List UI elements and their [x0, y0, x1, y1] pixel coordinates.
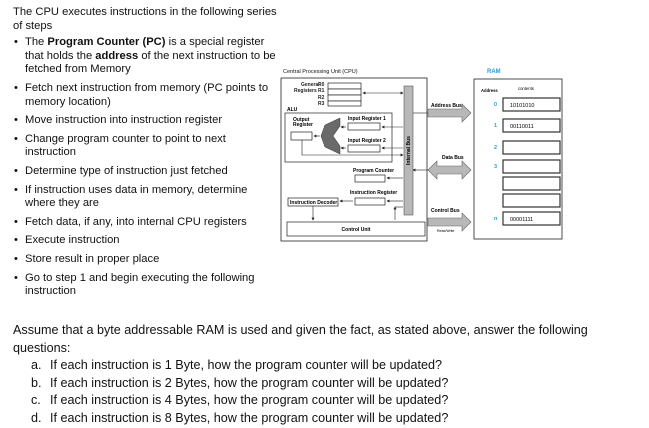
question-item: a. If each instruction is 1 Byte, how the… — [13, 357, 643, 375]
question-item: c. If each instruction is 4 Bytes, how th… — [13, 392, 643, 410]
step-text: Go to step 1 and begin executing the fol… — [25, 271, 255, 298]
output-label-1: Output — [293, 117, 310, 123]
question-marker: b. — [31, 375, 42, 390]
step-item: If instruction uses data in memory, dete… — [13, 184, 278, 211]
instruction-decoder-label: Instruction Decoder — [290, 200, 337, 206]
question-text: If each instruction is 8 Bytes, how the … — [50, 410, 449, 425]
step-text: Fetch data, if any, into internal CPU re… — [25, 215, 247, 228]
input-register-2 — [347, 144, 381, 153]
step-text: is a special register that holds the — [25, 36, 265, 62]
step-text: address — [95, 49, 139, 62]
cpu-steps-text: The CPU executes instructions in the fol… — [13, 6, 278, 304]
step-item: Determine type of instruction just fetch… — [13, 165, 278, 179]
step-item: Change program counter to point to next … — [13, 133, 278, 160]
step-text: Store result in proper place — [25, 252, 160, 265]
address-bus-label: Address Bus — [431, 103, 462, 109]
ram-address: 0 — [494, 102, 497, 108]
alu-label: ALU — [287, 107, 298, 113]
ram-contents-header: contents — [518, 86, 534, 91]
ram-address: 1 — [494, 123, 497, 129]
step-text: Execute instruction — [25, 234, 120, 247]
general-label: General — [301, 82, 320, 88]
ram-cell — [502, 140, 561, 155]
question-item: d. If each instruction is 8 Bytes, how th… — [13, 410, 643, 428]
program-counter-label: Program Counter — [353, 168, 394, 174]
internal-bus-label: Internal Bus — [406, 136, 412, 165]
ram-cell — [502, 159, 561, 174]
ram-value: 00001111 — [510, 217, 533, 223]
step-text: Program Counter (PC) — [47, 36, 166, 49]
data-bus-arrow — [427, 160, 472, 180]
step-text: Fetch next instruction from memory (PC p… — [25, 81, 269, 108]
data-bus-label: Data Bus — [442, 155, 464, 161]
ram-cell — [502, 118, 561, 133]
step-text: Change program counter to point to next … — [25, 132, 226, 159]
output-label-2: Register — [293, 122, 313, 128]
question-marker: c. — [31, 393, 41, 408]
question-intro: Assume that a byte addressable RAM is us… — [13, 323, 588, 337]
input-register-1-label: Input Register 1 — [348, 116, 386, 122]
step-item: The Program Counter (PC) is a special re… — [13, 36, 278, 77]
input-register-1 — [347, 122, 381, 131]
step-text: The — [25, 36, 48, 49]
question-list: a. If each instruction is 1 Byte, how the… — [13, 357, 643, 427]
question-text: If each instruction is 4 Bytes, how the … — [50, 393, 449, 408]
control-unit — [286, 221, 426, 237]
cpu-title: Central Processing Unit (CPU) — [283, 69, 358, 75]
read-write-label: Read/Write — [437, 229, 454, 233]
ram-cell — [502, 193, 561, 208]
question-marker: d. — [31, 410, 42, 425]
reg-r3: R3 — [318, 101, 325, 107]
question-text: If each instruction is 1 Byte, how the p… — [50, 358, 443, 373]
ram-value: 00110011 — [510, 124, 534, 130]
step-item: Move instruction into instruction regist… — [13, 114, 278, 128]
ram-cell — [502, 176, 561, 191]
step-text: If instruction uses data in memory, dete… — [25, 183, 248, 210]
steps-list: The Program Counter (PC) is a special re… — [13, 36, 278, 299]
step-text: Move instruction into instruction regist… — [25, 114, 223, 127]
control-bus-arrow — [427, 212, 472, 232]
question-block: Assume that a byte addressable RAM is us… — [13, 322, 643, 428]
instruction-register — [354, 197, 386, 206]
ram-value: 10101010 — [510, 103, 534, 109]
step-item: Store result in proper place — [13, 253, 278, 267]
control-bus-label: Control Bus — [431, 208, 460, 214]
cpu-box — [280, 77, 428, 242]
internal-bus — [403, 85, 414, 216]
input-register-2-label: Input Register 2 — [348, 138, 386, 144]
ram-rows: 0 10101010 1 00110011 2 3 n 00001111 — [494, 97, 561, 226]
reg-r0: R0 — [318, 82, 325, 88]
question-item: b. If each instruction is 2 Bytes, how th… — [13, 375, 643, 393]
intro-text: The CPU executes instructions in the fol… — [13, 6, 277, 32]
ram-address: 2 — [494, 145, 497, 151]
control-unit-label: Control Unit — [342, 227, 371, 233]
step-text: of the next instruction to be fetched fr… — [25, 49, 276, 76]
ram-title: RAM — [487, 69, 501, 75]
address-bus-arrow — [427, 103, 472, 123]
alu-mux-shape — [320, 117, 341, 155]
step-item: Go to step 1 and begin executing the fol… — [13, 272, 278, 299]
ram-cell — [502, 97, 561, 112]
reg-r2: R2 — [318, 95, 325, 101]
instruction-register-label: Instruction Register — [350, 190, 397, 196]
step-text: Determine type of instruction just fetch… — [25, 164, 228, 177]
program-counter — [354, 174, 386, 183]
alu-box — [284, 112, 393, 163]
question-marker: a. — [31, 358, 42, 373]
output-register — [290, 131, 313, 141]
ram-address-header: Address — [481, 88, 498, 93]
ram-cell — [502, 211, 561, 226]
step-item: Execute instruction — [13, 234, 278, 248]
ram-address: 3 — [494, 164, 497, 170]
registers-label: Registers — [294, 88, 317, 94]
instruction-decoder — [287, 197, 339, 207]
general-registers — [327, 82, 362, 107]
step-item: Fetch data, if any, into internal CPU re… — [13, 216, 278, 230]
question-text: If each instruction is 2 Bytes, how the … — [50, 375, 449, 390]
ram-address: n — [494, 216, 498, 222]
step-item: Fetch next instruction from memory (PC p… — [13, 82, 278, 109]
question-intro-2: questions: — [13, 340, 71, 355]
reg-r1: R1 — [318, 88, 325, 94]
